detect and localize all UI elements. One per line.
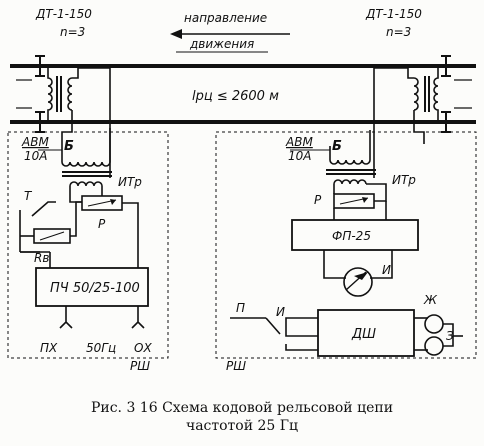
- pch-label: ПЧ 50/25-100: [50, 281, 140, 296]
- fp-label: ФП-25: [332, 229, 371, 243]
- itr-label-right: ИТр: [392, 173, 416, 187]
- relay-cabinet-left: [7, 131, 169, 359]
- t-label: Т: [24, 189, 33, 203]
- figure-caption-line-2: частотой 25 Гц: [186, 418, 298, 434]
- amp-label-left: 10А: [24, 149, 47, 163]
- rsh-label-right: РШ: [226, 359, 246, 373]
- right-circuit: [230, 130, 463, 357]
- amp-label-right: 10А: [288, 149, 311, 163]
- choke-transformer-left: [47, 66, 111, 178]
- i-contact-label: И: [276, 305, 285, 319]
- choke-label-left: ДТ-1-150: [35, 7, 92, 21]
- freq-label: 50Гц: [86, 341, 116, 355]
- choke-label-right: ДТ-1-150: [365, 7, 422, 21]
- z-label: З: [446, 329, 454, 343]
- p-contact-label: П: [236, 301, 245, 315]
- choke-transformer-right: [373, 66, 439, 178]
- frequency-converter-box: [35, 267, 149, 307]
- ox-label: ОХ: [134, 341, 152, 355]
- rails: [10, 55, 476, 133]
- length-label: lрц ≤ 2600 м: [192, 89, 279, 104]
- figure-caption-line-1: Рис. 3 16 Схема кодовой рельсовой цепи: [91, 400, 393, 416]
- left-circuit: [19, 128, 149, 329]
- rsh-label-left: РШ: [130, 359, 150, 373]
- itr-label-left: ИТр: [118, 175, 142, 189]
- p-label-right: Р: [314, 193, 322, 207]
- meter-label: И: [382, 263, 391, 277]
- b-label-right: Б: [332, 139, 342, 154]
- filter-box: [291, 219, 419, 251]
- avm-label-left: АВМ: [21, 135, 49, 149]
- direction-label: направление: [184, 11, 267, 25]
- ratio-label-right: n=3: [386, 25, 411, 39]
- ratio-label-left: n=3: [60, 25, 85, 39]
- dsh-label: ДШ: [351, 327, 376, 342]
- avm-label-right: АВМ: [285, 135, 313, 149]
- rv-label: Rв: [34, 251, 49, 265]
- px-label: ПХ: [40, 341, 58, 355]
- direction-arrow: [170, 29, 290, 53]
- p-label-left: Р: [98, 217, 106, 231]
- b-label-left: Б: [64, 139, 74, 154]
- direction-label-2: движения: [189, 37, 254, 51]
- relay-cabinet-right: [215, 131, 477, 359]
- zh-label: Ж: [423, 293, 438, 307]
- relay-box: [317, 309, 415, 357]
